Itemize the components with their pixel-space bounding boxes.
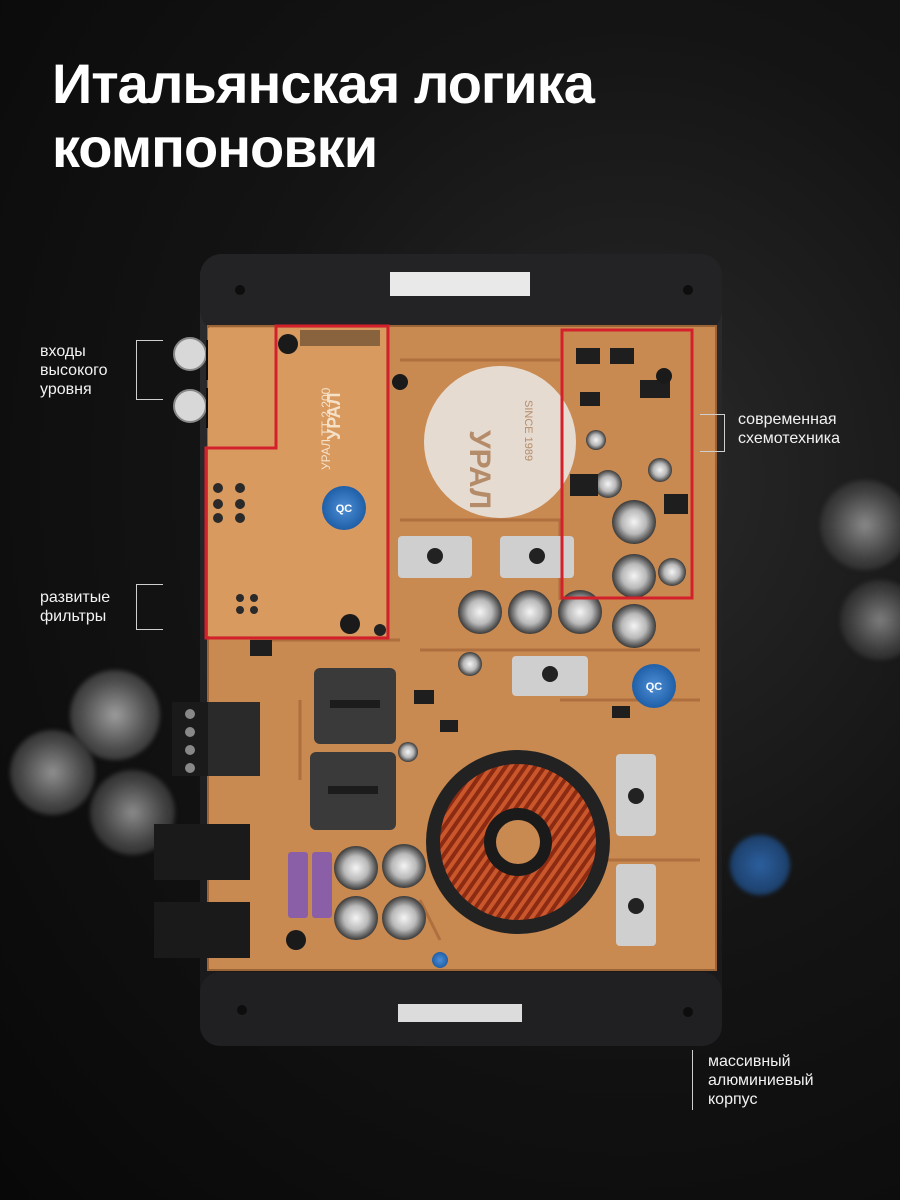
qc-label: QC <box>646 681 663 693</box>
background-qc-sticker <box>730 835 790 895</box>
top-nameplate <box>390 272 530 296</box>
toroid-coil <box>426 750 610 934</box>
brand-marking-small: УРАЛ <box>324 393 344 440</box>
callout-advanced-filters: развитые фильтры <box>40 589 111 625</box>
rca-jack <box>173 389 207 423</box>
callout-bracket <box>700 414 725 452</box>
callout-modern-circuitry: современная схемотехника <box>738 411 840 447</box>
brand-since-text: SINCE 1989 <box>522 400 534 461</box>
fuse <box>288 852 308 918</box>
rca-jack <box>173 337 207 371</box>
fuse <box>312 852 332 918</box>
callout-aluminum-body: массивный алюминиевый корпус <box>708 1053 814 1108</box>
filters-highlight-frame <box>204 324 390 640</box>
modern-circuit-highlight-frame <box>560 328 694 600</box>
power-transistor-row <box>398 536 656 946</box>
power-terminal <box>154 824 250 880</box>
background-capacitor <box>820 480 900 570</box>
background-capacitor <box>840 580 900 660</box>
qc-label: QC <box>336 503 353 515</box>
capacitor-group <box>334 430 686 940</box>
page-title: Итальянская логика компоновки <box>52 52 595 180</box>
callout-bracket <box>692 1050 699 1110</box>
title-line-2: компоновки <box>52 116 378 179</box>
background-capacitor <box>10 730 95 815</box>
callout-bracket <box>136 584 163 630</box>
callout-high-level-inputs: входы высокого уровня <box>40 343 108 398</box>
title-line-1: Итальянская логика <box>52 52 595 115</box>
qc-sticker <box>322 486 366 530</box>
qc-sticker <box>632 664 676 708</box>
power-terminal <box>154 902 250 958</box>
brand-logo-text: УРАЛ <box>463 430 496 509</box>
bottom-nameplate <box>398 1004 522 1022</box>
filter-daughterboard <box>208 328 386 636</box>
brand-logo-disc <box>424 366 576 518</box>
model-marking: УРАЛ ТТ 2.200 <box>319 387 333 470</box>
callout-bracket <box>136 340 163 400</box>
